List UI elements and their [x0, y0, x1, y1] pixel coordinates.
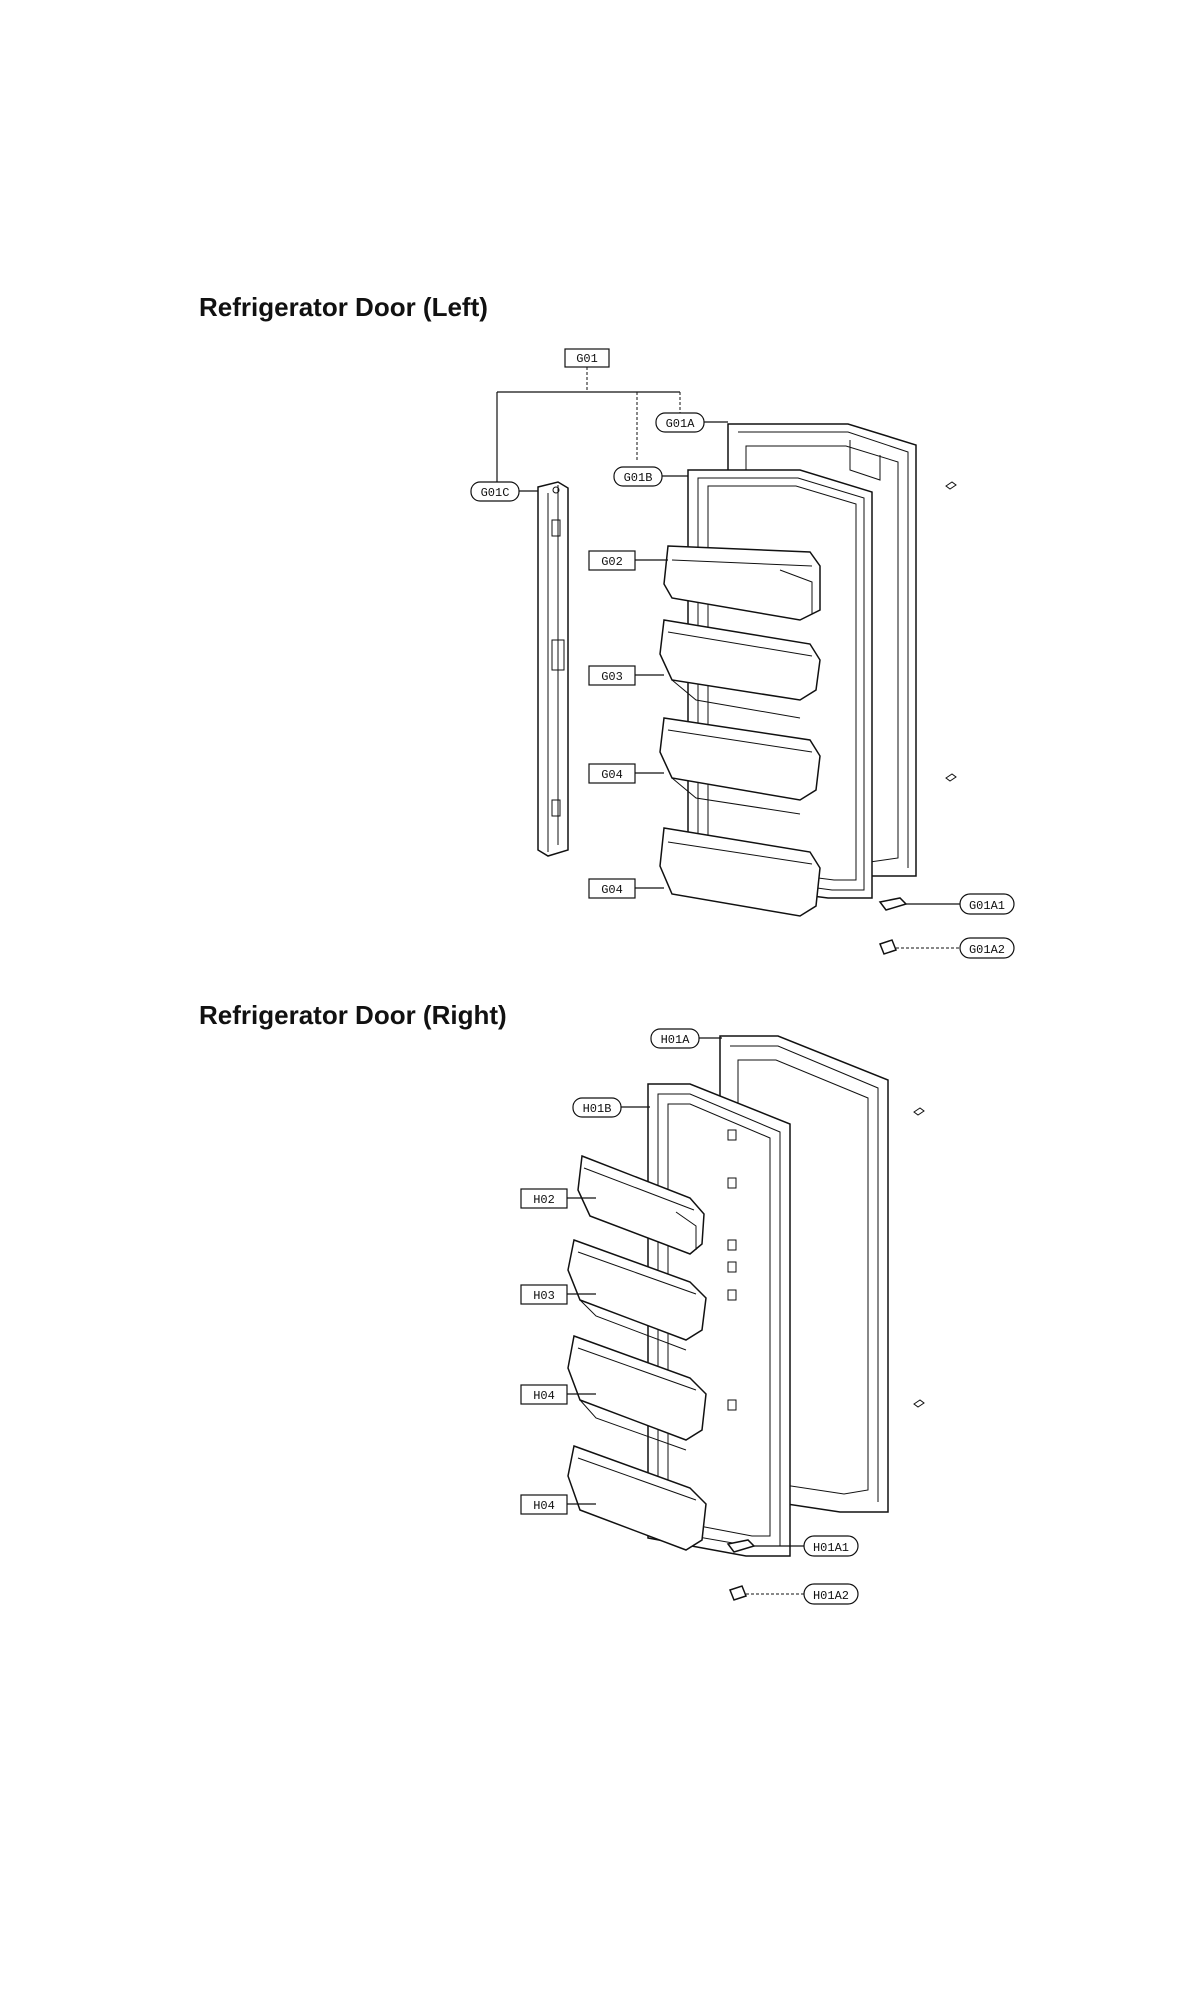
hinge-part-h01a1: H01A1	[726, 1535, 859, 1557]
door-bin-g02	[663, 545, 821, 621]
callout-g04-upper: G04	[588, 763, 636, 784]
callout-h03-label: H03	[533, 1289, 555, 1303]
callout-g01: G01	[564, 348, 610, 368]
callout-g03-label: G03	[601, 670, 623, 684]
callout-g02: G02	[588, 550, 636, 571]
callout-g01b: G01B	[613, 466, 663, 487]
callout-h01b: H01B	[572, 1097, 622, 1118]
hinge-bar-part	[537, 481, 569, 857]
hinge-part-g01a2: G01A2	[879, 937, 1015, 959]
callout-h02: H02	[520, 1188, 568, 1209]
callout-g04-upper-label: G04	[601, 768, 623, 782]
callout-h04-lower-label: H04	[533, 1499, 555, 1513]
callout-g01b-label: G01B	[624, 471, 653, 485]
door-bin-h02	[577, 1154, 705, 1255]
callout-g01a2-label: G01A2	[969, 943, 1005, 957]
callout-g01-label: G01	[576, 352, 598, 366]
door-bin-h03	[567, 1238, 707, 1351]
left-door-title: Refrigerator Door (Left)	[199, 292, 488, 322]
callout-h01b-label: H01B	[583, 1102, 612, 1116]
callout-g04-lower-label: G04	[601, 883, 623, 897]
callout-g01a-label: G01A	[666, 417, 696, 431]
screw-icon	[913, 1107, 925, 1408]
callout-g01a1-label: G01A1	[969, 899, 1005, 913]
callout-g01a: G01A	[655, 412, 705, 433]
door-bin-g04-upper	[659, 717, 821, 815]
door-bin-g03	[659, 619, 821, 719]
callout-h04-upper-label: H04	[533, 1389, 555, 1403]
callout-g04-lower: G04	[588, 878, 636, 899]
callout-h04-upper: H04	[520, 1384, 568, 1405]
callout-g01c: G01C	[470, 481, 520, 502]
callout-h03: H03	[520, 1284, 568, 1305]
hinge-part-g01a1: G01A1	[878, 893, 1015, 915]
right-door-diagram: H01A H01B	[520, 1028, 925, 1605]
callout-h04-lower: H04	[520, 1494, 568, 1515]
door-bin-h04-lower	[567, 1444, 707, 1551]
callout-h01a1-label: H01A1	[813, 1541, 849, 1555]
right-door-title: Refrigerator Door (Right)	[199, 1000, 507, 1030]
callout-h01a2-label: H01A2	[813, 1589, 849, 1603]
door-stud-icons	[727, 1129, 737, 1411]
callout-h01a: H01A	[650, 1028, 700, 1049]
left-door-diagram: G01 G01C G01A G01B	[470, 348, 1015, 959]
screw-icon	[945, 481, 957, 782]
callout-h01a-label: H01A	[661, 1033, 691, 1047]
callout-g03: G03	[588, 665, 636, 686]
callout-g01c-label: G01C	[481, 486, 510, 500]
door-bin-h04-upper	[567, 1334, 707, 1451]
hinge-part-h01a2: H01A2	[729, 1583, 859, 1605]
door-bin-g04-lower	[659, 827, 821, 917]
callout-g02-label: G02	[601, 555, 623, 569]
callout-h02-label: H02	[533, 1193, 555, 1207]
